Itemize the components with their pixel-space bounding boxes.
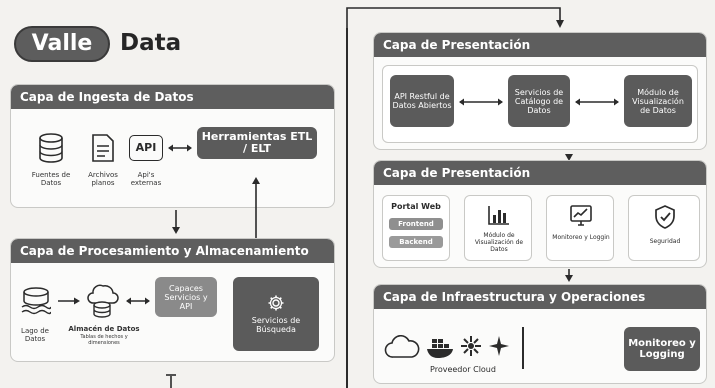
cloud-provider-label: Proveedor Cloud [430,365,496,374]
warehouse-icon [85,281,119,319]
processing-layer: Capa de Procesamiento y Almacenamiento L… [10,238,335,362]
search-services-label: Servicios de Búsqueda [251,316,301,334]
shield-check-icon [653,204,677,230]
source-label-apis: Api's externas [130,171,162,187]
monitoring-logging-label: Monitoreo y Logging [628,338,696,360]
security-card: Seguridad [628,195,700,261]
bar-chart-icon [487,204,511,226]
arrow-processing-down [165,372,177,388]
brand-pill: Valle [14,26,110,62]
warehouse-label: Almacén de Datos [68,325,140,333]
api-restful-label: API Restful de Datos Abiertos [392,92,452,110]
monitoring-card: Monitoreo y Loggin [546,195,614,261]
spark-icon [488,335,510,357]
arrow-warehouse-services [125,296,151,306]
monitor-chart-icon [569,204,593,228]
brand-word1: Valle [31,31,93,56]
file-icon [91,133,115,163]
warehouse-sublabel: Tablas de hechos y dimensiones [80,334,128,346]
api-icon-text: API [135,141,157,154]
arrow-api-tools [167,143,193,153]
ingest-layer: Capa de Ingesta de Datos Fuentes de Dato… [10,84,335,208]
api-restful-box: API Restful de Datos Abiertos [390,75,454,127]
web-portal-title: Portal Web [391,202,441,211]
frontend-pill: Frontend [389,218,443,230]
visualization-card-label: Módulo de Visualización de Datos [474,232,524,253]
data-lake-icon [21,287,51,317]
infra-layer: Capa de Infraestructura y Operaciones Pr… [373,284,707,384]
services-api-box: Capaces Servicios y API [155,277,217,317]
arrow-catalog-visual [574,97,620,107]
catalog-services-label: Servicios de Catálogo de Datos [514,87,564,115]
arrow-ingest-processing [170,209,182,235]
data-lake-label: Lago de Datos [21,327,49,343]
etl-tools-box: Herramientas ETL / ELT [197,127,317,159]
gear-icon [267,294,285,312]
cloud-icon [384,335,420,359]
visualization-module-label: Módulo de Visualización de Datos [632,87,684,115]
services-api-label: Capaces Servicios y API [164,283,208,311]
monitoring-logging-box: Monitoreo y Logging [624,327,700,371]
infra-layer-title: Capa de Infraestructura y Operaciones [374,285,706,309]
database-icon [38,133,64,163]
arrow-lake-warehouse [57,296,81,306]
etl-tools-label: Herramientas ETL / ELT [201,130,313,155]
presentation-layer-title: Capa de Presentación [374,161,706,185]
api-icon: API [129,135,163,161]
source-label-databases: Fuentes de Datos [31,171,71,187]
arrow-restful-catalog [458,97,504,107]
arrow-presentation-infra [563,268,575,284]
backend-pill: Backend [389,236,443,248]
presentation-layer: Capa de Presentación Portal Web Frontend… [373,160,707,268]
web-portal-card: Portal Web Frontend Backend [382,195,450,261]
search-services-box: Servicios de Búsqueda [233,277,319,351]
connector-top [346,0,572,30]
brand-word2: Data [120,30,182,56]
provider-divider [522,327,524,369]
connector-left-vertical [346,28,348,388]
security-card-label: Seguridad [649,238,681,245]
brand-logo: Valle Data [14,26,214,66]
cluster-icon [460,335,482,357]
container-icon [426,335,456,359]
catalog-services-box: Servicios de Catálogo de Datos [508,75,570,127]
source-label-files: Archivos planos [88,171,118,187]
visualization-card: Módulo de Visualización de Datos [464,195,532,261]
arrow-presentation-down [563,150,575,162]
processing-layer-title: Capa de Procesamiento y Almacenamiento [11,239,334,263]
presentation-top-title: Capa de Presentación [374,33,706,57]
monitoring-card-label: Monitoreo y Loggin [552,234,610,241]
ingest-layer-title: Capa de Ingesta de Datos [11,85,334,109]
presentation-top-layer: Capa de Presentación API Restful de Dato… [373,32,707,150]
visualization-module-box: Módulo de Visualización de Datos [624,75,692,127]
